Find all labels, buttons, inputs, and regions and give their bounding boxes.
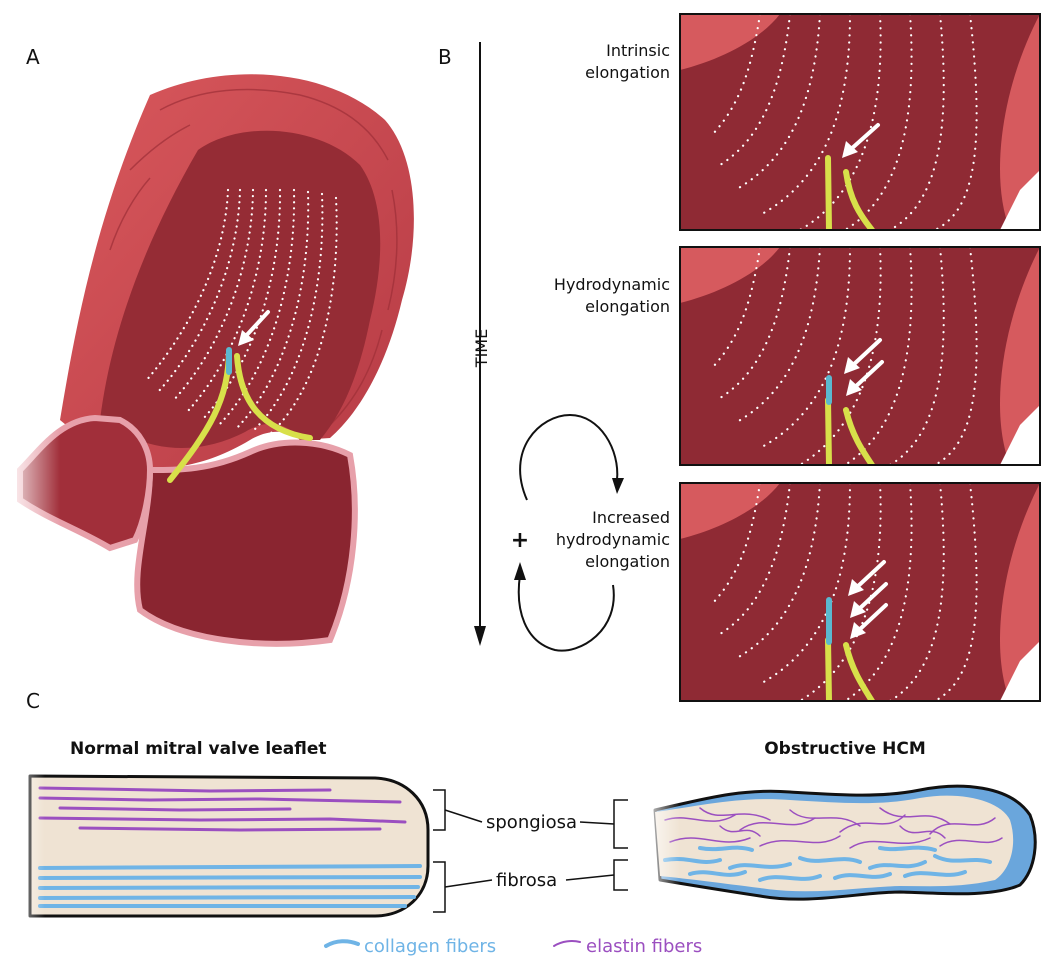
step-3-line-2: hydrodynamic	[556, 530, 670, 549]
hcm-collagen	[663, 845, 992, 882]
posterior-leaflet	[234, 353, 313, 441]
arrow-icon	[844, 338, 884, 396]
inset-increased-hydrodynamic	[679, 482, 1041, 702]
feedback-plus: +	[511, 528, 529, 553]
step-label-1: Intrinsic elongation	[585, 41, 670, 82]
normal-collagen	[38, 864, 422, 908]
left-ventricle	[134, 439, 358, 647]
legend-elastin: elastin fibers	[586, 936, 702, 957]
wall-folds	[109, 88, 398, 426]
legend-collagen: collagen fibers	[364, 936, 496, 957]
time-arrow: TIME	[472, 42, 491, 646]
normal-elastin	[38, 786, 407, 832]
legend: collagen fibers elastin fibers	[324, 936, 702, 957]
arrow-icon	[848, 560, 888, 639]
aorta-fade	[0, 410, 60, 570]
arrow-icon	[842, 123, 880, 158]
layer-brackets	[433, 789, 628, 913]
collagen-swatch	[324, 939, 360, 948]
elastin-swatch	[553, 940, 581, 947]
normal-leaflet	[0, 770, 430, 920]
flow-arrow-icon	[238, 310, 270, 346]
time-label: TIME	[472, 329, 491, 368]
feedback-loop: +	[511, 413, 624, 652]
panel-a: A	[0, 45, 414, 647]
step-label-3: Increased hydrodynamic elongation	[556, 508, 670, 571]
step-1-line-1: Intrinsic	[606, 41, 670, 60]
panel-b-letter: B	[438, 45, 452, 69]
panel-c-letter: C	[26, 689, 40, 713]
step-3-line-1: Increased	[592, 508, 670, 527]
left-atrium-chamber	[100, 130, 381, 448]
hcm-leaflet	[640, 784, 1037, 901]
normal-leaflet-title: Normal mitral valve leaflet	[70, 739, 327, 759]
panel-a-letter: A	[26, 45, 40, 69]
inset-hydrodynamic	[679, 246, 1041, 466]
step-label-2: Hydrodynamic elongation	[554, 275, 670, 316]
step-1-line-2: elongation	[585, 63, 670, 82]
step-2-line-2: elongation	[585, 297, 670, 316]
heart-illustration	[0, 74, 414, 647]
step-2-line-1: Hydrodynamic	[554, 275, 670, 294]
hcm-elastin	[664, 807, 1003, 849]
spongiosa-label: spongiosa	[486, 812, 577, 833]
inset-intrinsic	[679, 13, 1041, 231]
fibrosa-label: fibrosa	[496, 870, 557, 891]
panel-b: B TIME + Intrinsic elongation Hydrodynam…	[438, 13, 1041, 702]
hcm-leaflet-title: Obstructive HCM	[764, 739, 926, 759]
step-3-line-3: elongation	[585, 552, 670, 571]
panel-c: C Normal mitral valve leaflet Obstructiv…	[0, 689, 1037, 957]
